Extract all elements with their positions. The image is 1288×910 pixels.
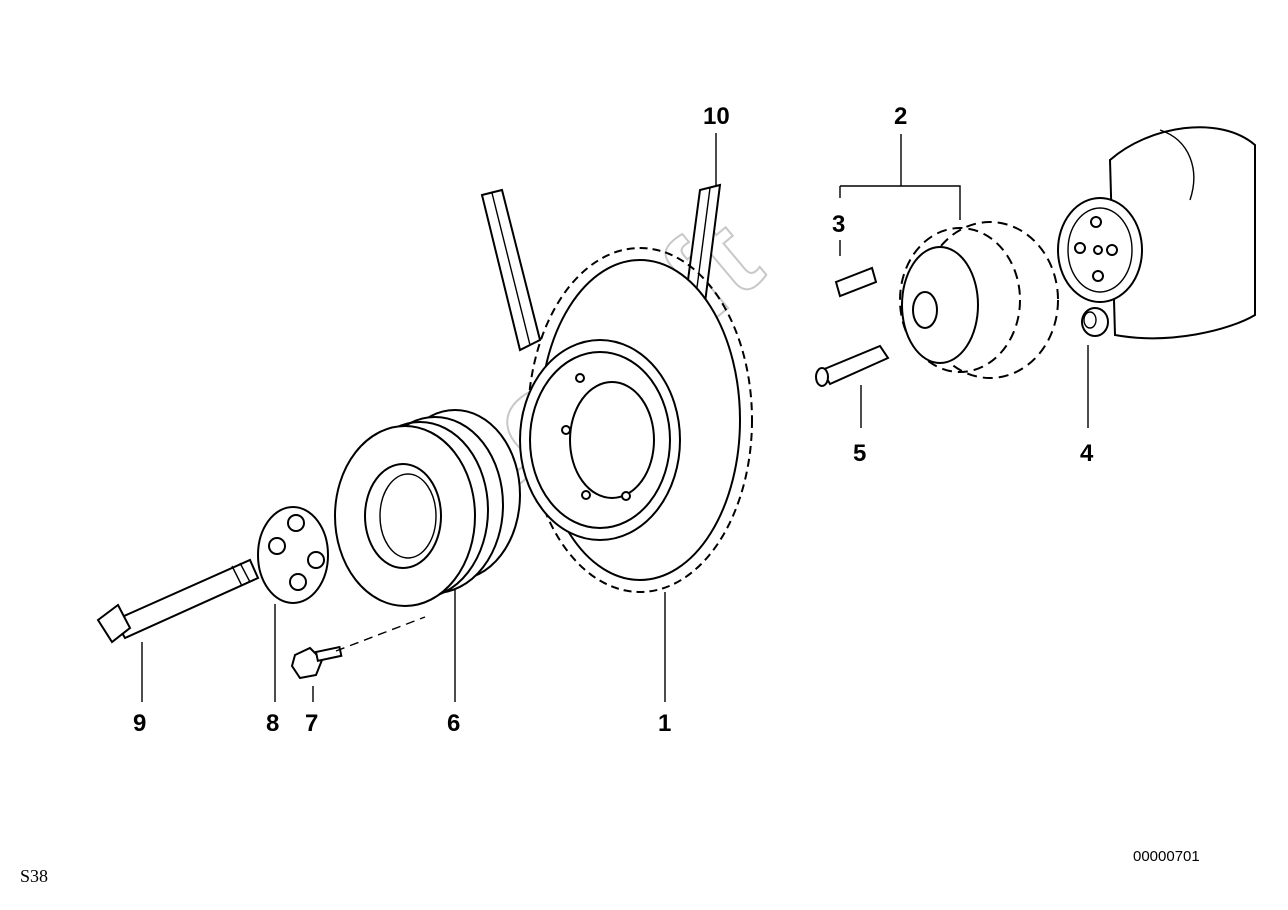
leader-lines bbox=[141, 133, 1089, 702]
part-label-2: 2 bbox=[894, 103, 907, 130]
part-label-8: 8 bbox=[266, 710, 279, 737]
part-label-5: 5 bbox=[853, 440, 866, 467]
woodruff-key bbox=[834, 266, 878, 298]
washer-plate bbox=[257, 506, 329, 604]
part-label-1: 1 bbox=[658, 710, 671, 737]
part-label-6: 6 bbox=[447, 710, 460, 737]
central-bolt bbox=[96, 558, 260, 644]
part-label-4: 4 bbox=[1080, 440, 1094, 467]
vibration-damper bbox=[334, 409, 521, 607]
dowel-sleeve bbox=[1081, 307, 1109, 337]
crankshaft bbox=[1057, 126, 1256, 340]
crankshaft-sprocket bbox=[899, 221, 1059, 379]
part-label-7: 7 bbox=[305, 710, 318, 737]
diagram-id: 00000701 bbox=[1133, 848, 1200, 865]
hex-bolt bbox=[290, 616, 426, 680]
part-label-9: 9 bbox=[133, 710, 146, 737]
socket-screw bbox=[815, 344, 890, 387]
part-label-3: 3 bbox=[832, 211, 845, 238]
part-label-10: 10 bbox=[703, 103, 730, 130]
corner-label: S38 bbox=[20, 866, 49, 886]
crankshaft-hub-trigger-wheel bbox=[519, 247, 753, 593]
